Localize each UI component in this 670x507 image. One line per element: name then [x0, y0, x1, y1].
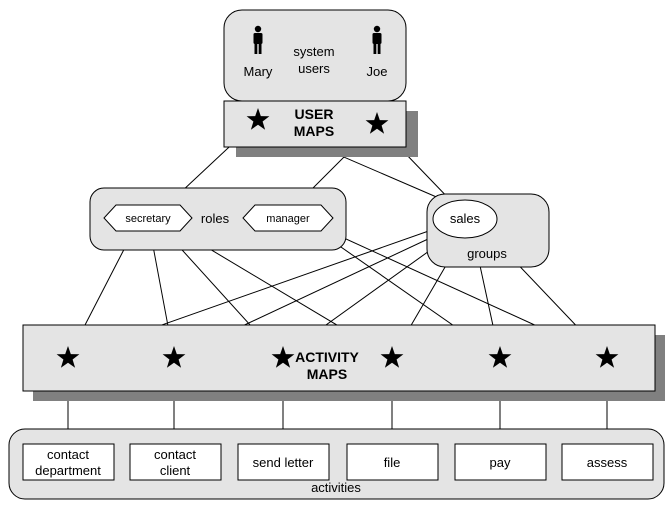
activity-label-line2: client [160, 463, 191, 478]
activity-maps-container: ACTIVITY MAPS [22, 324, 665, 401]
roles-label: roles [201, 211, 230, 226]
activity-label: assess [587, 455, 628, 470]
activities-container: activities contact department contact cl… [8, 428, 665, 500]
user-name-joe: Joe [367, 64, 388, 79]
group-sales-label: sales [450, 211, 481, 226]
roles-container: roles secretary manager [89, 187, 347, 251]
user-maps-title-line1: USER [295, 106, 334, 122]
system-users-label-line1: system [293, 44, 334, 59]
system-users-container: system users Mary Joe [223, 9, 407, 102]
activity-label: send letter [253, 455, 314, 470]
activity-label-line1: contact [154, 447, 196, 462]
user-mary[interactable]: Mary [244, 25, 273, 79]
role-secretary-label: secretary [125, 213, 171, 225]
activity-label-line1: contact [47, 447, 89, 462]
user-name-mary: Mary [244, 64, 273, 79]
user-maps-container: USER MAPS [223, 100, 418, 157]
role-manager-label: manager [266, 213, 310, 225]
group-sales[interactable]: sales [432, 199, 498, 239]
user-maps-title-line2: MAPS [294, 123, 334, 139]
activity-send-letter[interactable]: send letter [237, 443, 330, 481]
groups-container: groups sales [426, 193, 550, 268]
role-secretary[interactable]: secretary [103, 204, 193, 232]
activity-label: pay [490, 455, 511, 470]
role-manager[interactable]: manager [242, 204, 334, 232]
activity-file[interactable]: file [346, 443, 439, 481]
activity-maps-title-line2: MAPS [307, 366, 347, 382]
activity-maps-title-line1: ACTIVITY [295, 349, 359, 365]
activity-assess[interactable]: assess [561, 443, 654, 481]
activity-pay[interactable]: pay [454, 443, 547, 481]
activity-contact-client[interactable]: contact client [129, 443, 222, 481]
activities-label: activities [311, 480, 361, 495]
system-users-label-line2: users [298, 61, 330, 76]
user-joe[interactable]: Joe [367, 25, 388, 79]
activity-contact-department[interactable]: contact department [22, 443, 115, 481]
activity-label: file [384, 455, 401, 470]
activity-label-line2: department [35, 463, 101, 478]
groups-label: groups [467, 246, 507, 261]
